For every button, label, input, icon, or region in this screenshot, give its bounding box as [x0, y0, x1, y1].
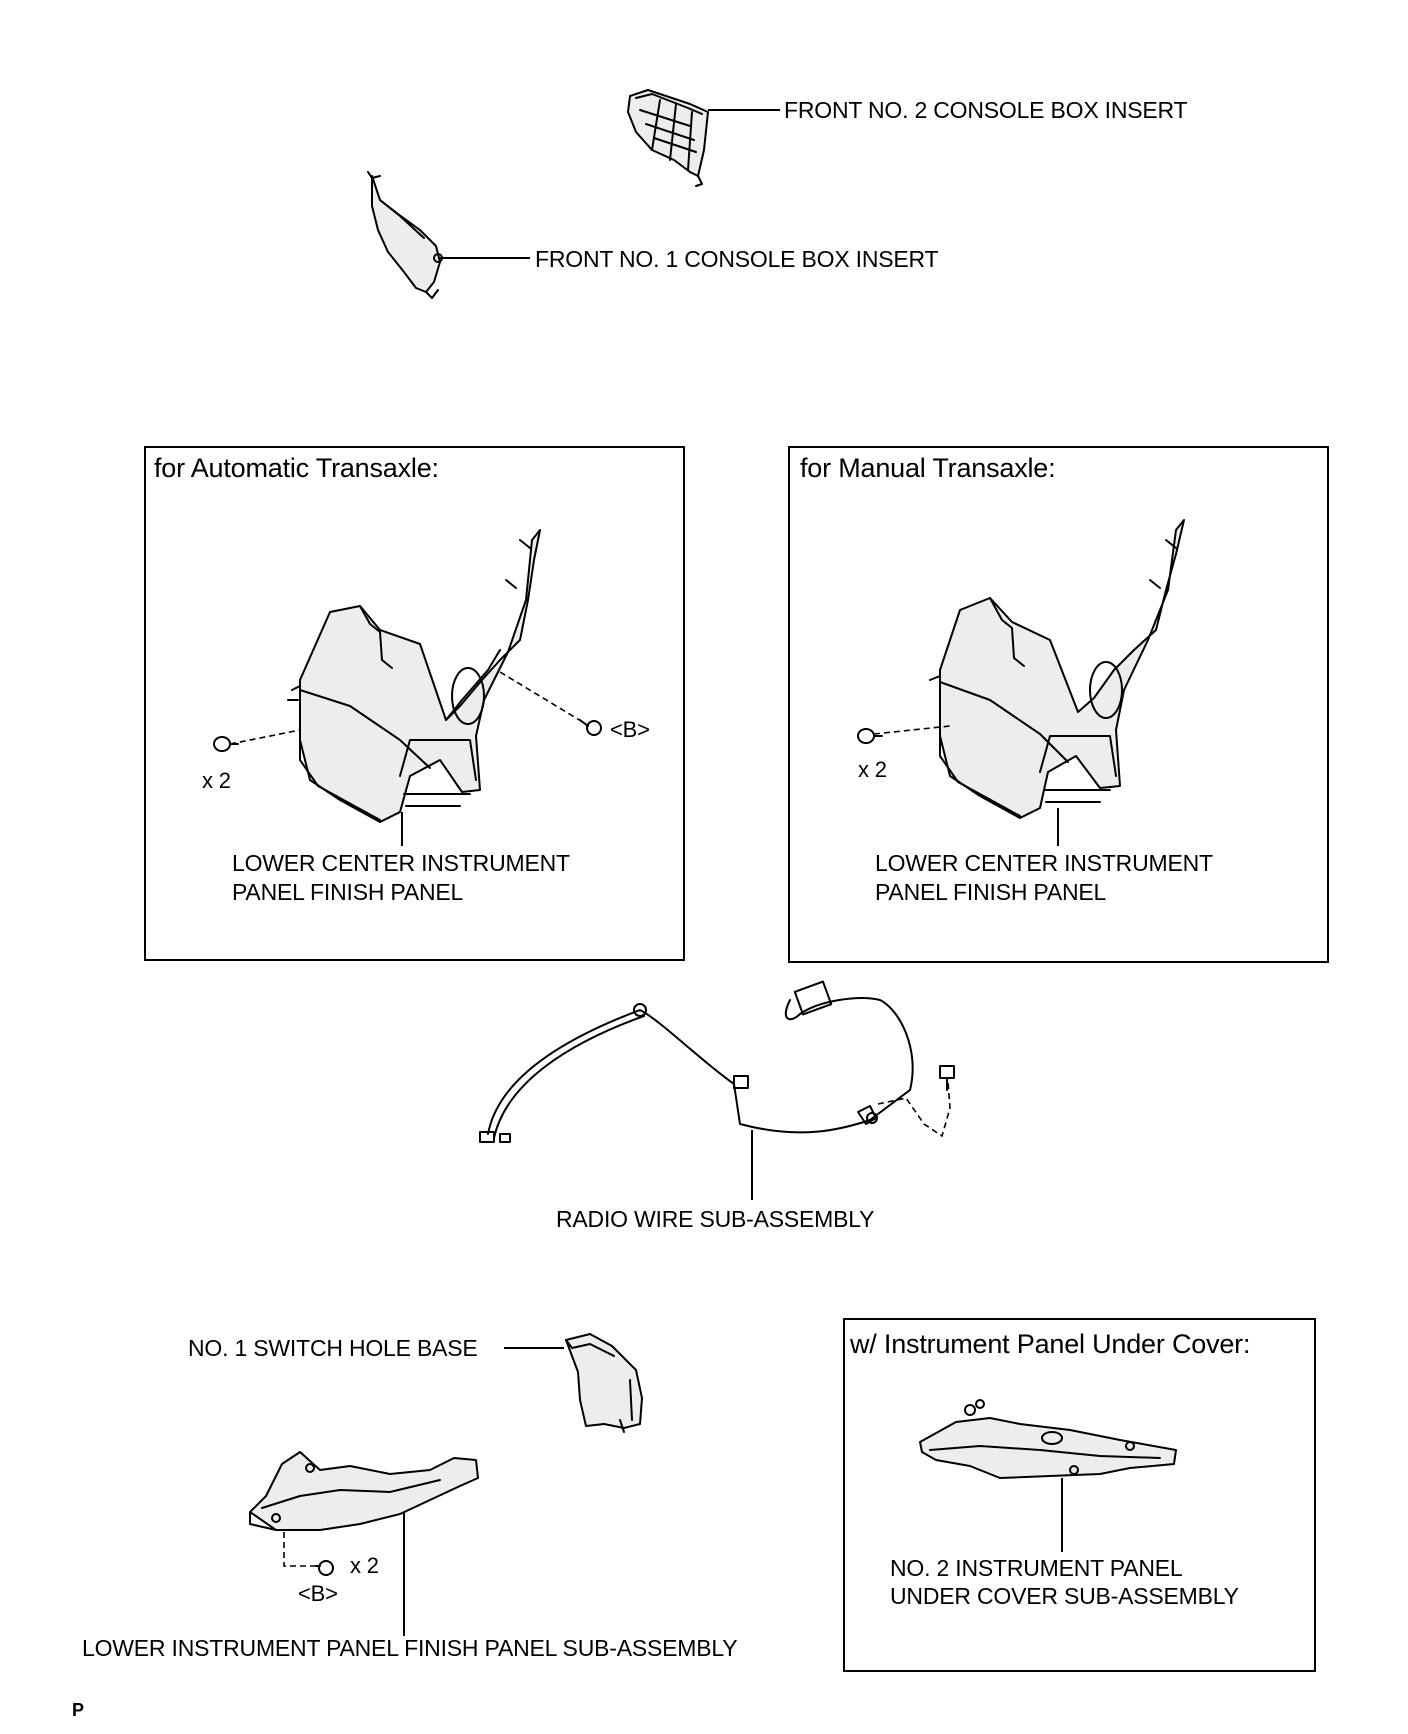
manual-clip-icon — [857, 728, 883, 744]
auto-clip-qty: x 2 — [202, 768, 231, 793]
lower-panel-qty: x 2 — [350, 1553, 379, 1578]
auto-screw-dash — [499, 671, 587, 725]
label-radio-wire: RADIO WIRE SUB-ASSEMBLY — [556, 1206, 875, 1232]
manual-clip-qty: x 2 — [858, 757, 887, 782]
lower-panel-ref: <B> — [298, 1581, 338, 1606]
front-no1-console-box-insert-drawing — [367, 171, 443, 299]
label-auto-panel-line2: PANEL FINISH PANEL — [232, 879, 464, 905]
corner-mark: P — [72, 1700, 85, 1720]
label-auto-panel-line1: LOWER CENTER INSTRUMENT — [232, 850, 570, 876]
radio-wire-bolt-icon — [939, 1065, 955, 1091]
radio-wire-drawing — [479, 980, 914, 1143]
label-under-cover-line1: NO. 2 INSTRUMENT PANEL — [890, 1555, 1183, 1581]
under-cover-box — [843, 1318, 1316, 1672]
label-lower-finish-panel: LOWER INSTRUMENT PANEL FINISH PANEL SUB-… — [82, 1635, 738, 1661]
radio-wire-dash — [877, 1081, 951, 1138]
manual-transaxle-title: for Manual Transaxle: — [800, 453, 1056, 483]
automatic-transaxle-title: for Automatic Transaxle: — [154, 453, 439, 483]
auto-clip-dash — [229, 729, 301, 745]
automatic-transaxle-box — [144, 446, 685, 961]
label-switch-hole-base: NO. 1 SWITCH HOLE BASE — [188, 1335, 478, 1361]
switch-hole-base-drawing — [565, 1333, 643, 1433]
lower-finish-panel-drawing — [249, 1451, 479, 1531]
lower-panel-dash — [283, 1532, 316, 1567]
auto-screw-icon — [579, 719, 602, 736]
manual-transaxle-box — [788, 446, 1329, 963]
lower-panel-screw-icon — [315, 1560, 334, 1576]
manual-lower-center-panel-drawing — [929, 519, 1185, 819]
manual-clip-dash — [873, 725, 951, 735]
label-manual-panel-line1: LOWER CENTER INSTRUMENT — [875, 850, 1213, 876]
label-manual-panel-line2: PANEL FINISH PANEL — [875, 879, 1107, 905]
label-front-no2-console-box-insert: FRONT NO. 2 CONSOLE BOX INSERT — [784, 97, 1188, 123]
auto-screw-ref: <B> — [610, 717, 650, 742]
under-cover-title: w/ Instrument Panel Under Cover: — [850, 1329, 1251, 1359]
auto-clip-icon — [213, 736, 239, 752]
label-front-no1-console-box-insert: FRONT NO. 1 CONSOLE BOX INSERT — [535, 246, 939, 272]
label-under-cover-line2: UNDER COVER SUB-ASSEMBLY — [890, 1583, 1239, 1609]
under-cover-drawing — [919, 1399, 1177, 1479]
front-no2-console-box-insert-drawing — [627, 89, 709, 187]
auto-lower-center-panel-drawing — [287, 529, 541, 823]
